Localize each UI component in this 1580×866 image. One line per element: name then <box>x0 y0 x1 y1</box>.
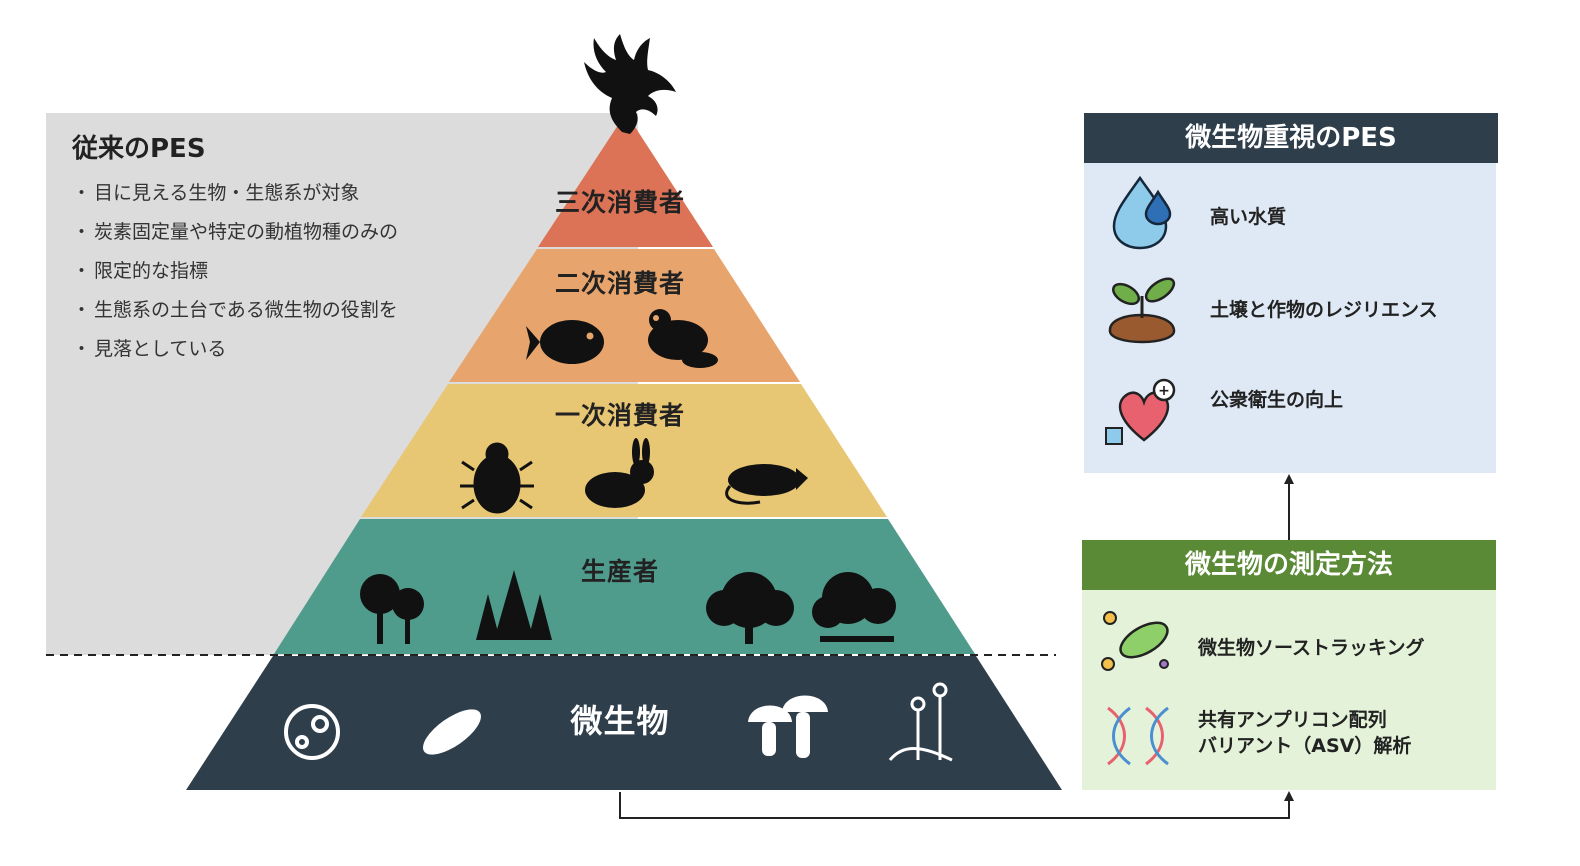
pyramid-level-tertiary <box>538 113 713 247</box>
svg-text:+: + <box>1158 383 1170 399</box>
sprout-soil-icon <box>1108 277 1176 344</box>
label-tertiary-consumers: 三次消費者 <box>554 188 686 217</box>
mushroom-icon <box>748 695 828 758</box>
bullet-2: 炭素固定量や特定の動植物種のみの <box>72 213 398 252</box>
bullet-1: 目に見える生物・生態系が対象 <box>72 174 398 213</box>
pyramid-level-microbes <box>186 656 1062 790</box>
measurement-title: 微生物の測定方法 <box>1184 550 1393 580</box>
measurement-body <box>1082 590 1496 790</box>
method-source-tracking: 微生物ソーストラッキング <box>1198 637 1425 659</box>
label-microbes: 微生物 <box>570 702 670 740</box>
heart-hand-icon: + <box>1105 378 1176 445</box>
pine-trees-icon <box>476 570 552 640</box>
bacteria-tracking-icon <box>1101 611 1169 671</box>
microbial-pes-title: 微生物重視のPES <box>1185 123 1397 153</box>
rat-icon <box>725 464 808 505</box>
fungi-icon <box>888 682 953 762</box>
connector-bottom-arrow <box>619 792 1290 819</box>
label-secondary-consumers: 二次消費者 <box>554 269 686 298</box>
dna-icon <box>1107 706 1169 766</box>
benefit-public-health: 公衆衛生の向上 <box>1210 389 1344 411</box>
pyramid-level-secondary <box>449 249 800 382</box>
forest-icon <box>812 572 896 642</box>
method-asv-line1: 共有アンプリコン配列 <box>1198 709 1387 731</box>
beetle-icon <box>460 442 534 514</box>
label-primary-consumers: 一次消費者 <box>554 401 686 430</box>
benefit-soil-resilience: 土壌と作物のレジリエンス <box>1210 299 1438 321</box>
method-asv-line2: バリアント（ASV）解析 <box>1198 735 1412 757</box>
label-producers: 生産者 <box>580 557 660 586</box>
arrowhead-up-1 <box>1284 474 1294 484</box>
arrowhead-up-2 <box>1284 791 1294 801</box>
trees-icon-2 <box>706 572 794 644</box>
bacterium-icon <box>423 709 481 755</box>
benefit-water-quality: 高い水質 <box>1210 206 1287 228</box>
fish-icon <box>526 320 604 364</box>
traditional-pes-bullets: 目に見える生物・生態系が対象 炭素固定量や特定の動植物種のみの 限定的な指標 生… <box>72 174 398 369</box>
bullet-2-cont: 限定的な指標 <box>72 252 398 291</box>
bullet-3-cont: 見落としている <box>72 330 398 369</box>
measurement-header <box>1082 540 1496 590</box>
pyramid-level-producers <box>274 519 975 654</box>
water-drop-icon <box>1112 175 1172 250</box>
cell-icon <box>284 704 340 760</box>
microbial-pes-header <box>1084 113 1498 163</box>
trees-icon-1 <box>360 574 424 644</box>
rabbit-icon <box>585 438 654 508</box>
frog-icon <box>648 309 718 368</box>
bullet-3: 生態系の土台である微生物の役割を <box>72 291 398 330</box>
eagle-icon <box>584 34 676 134</box>
traditional-pes-title: 従来のPES <box>72 134 206 164</box>
